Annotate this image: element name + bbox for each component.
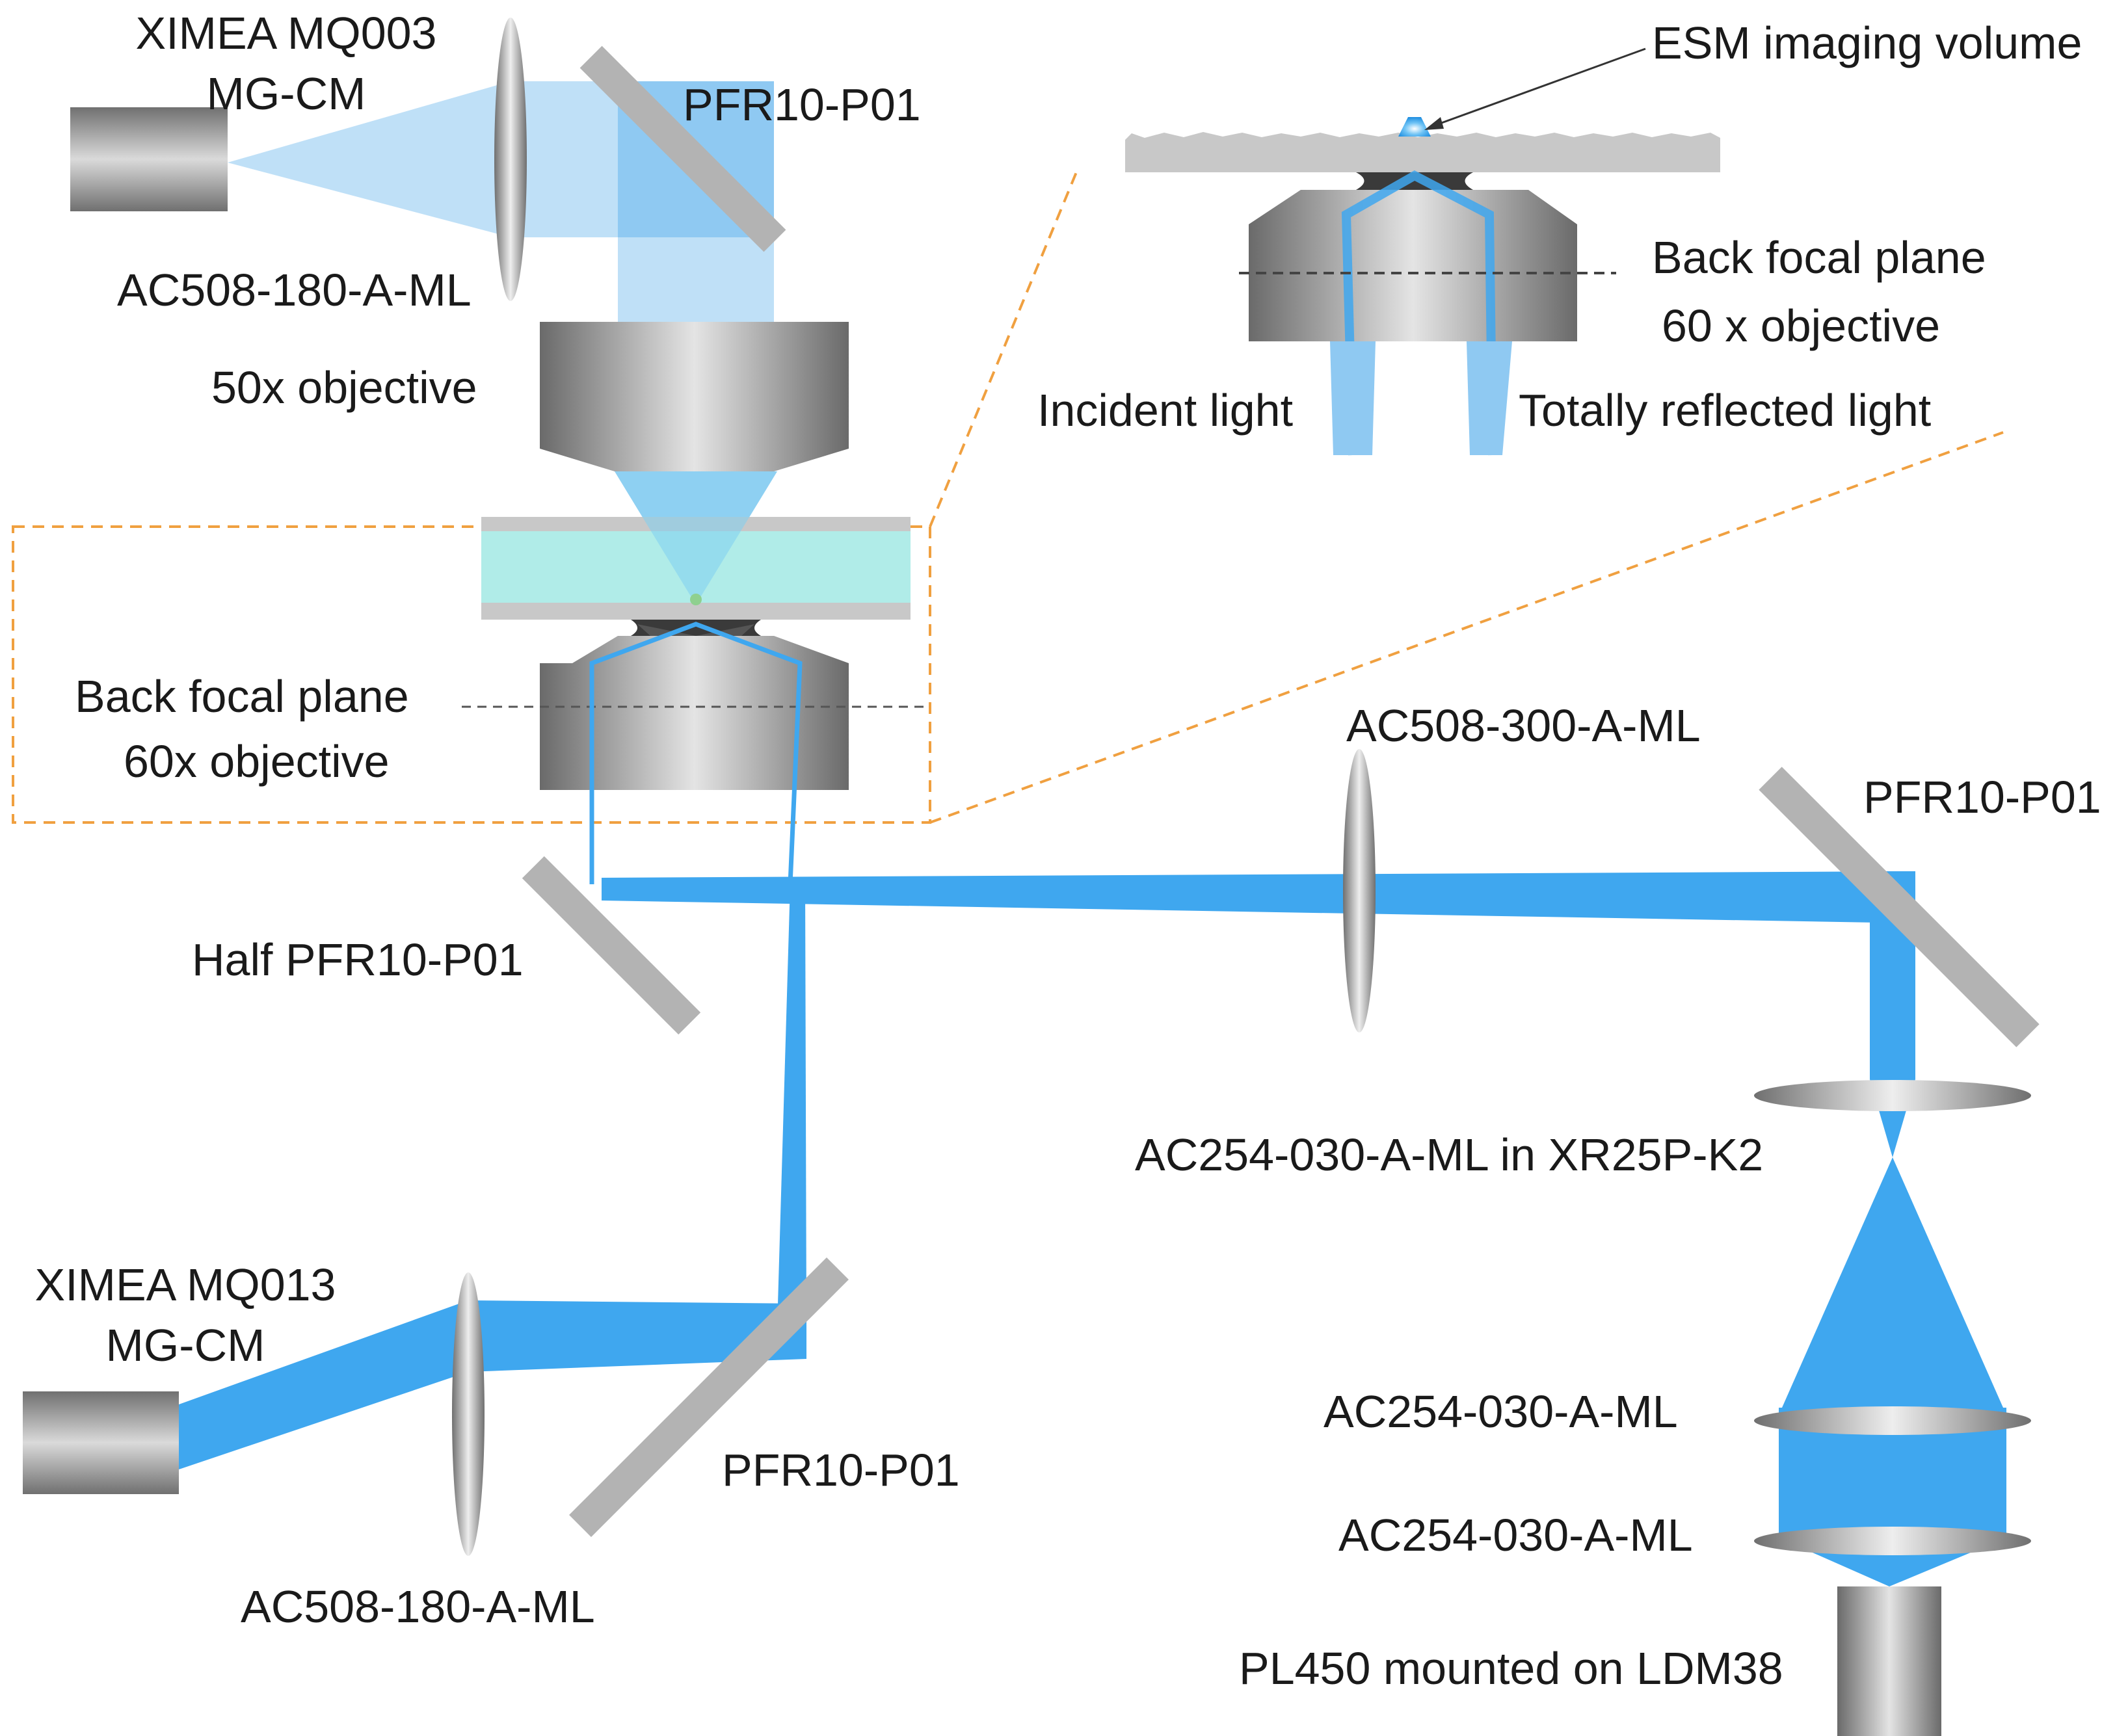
esm-pointer [1430,47,1646,128]
label-mirror-top: PFR10-P01 [683,79,921,130]
laser-icon [1837,1586,1941,1736]
label-cam-top-2: MG-CM [207,68,366,119]
label-laser: PL450 mounted on LDM38 [1239,1643,1783,1694]
label-lens-top: AC508-180-A-ML [117,265,472,315]
label-cam-bottom-1: XIMEA MQ013 [35,1259,336,1310]
lens-300-icon [1343,749,1376,1032]
zoom-line-lower [929,431,2004,824]
bottom-camera-icon [23,1391,179,1494]
inset-label-bfp: Back focal plane [1652,232,1986,283]
lens-xr-icon [1754,1080,2031,1111]
label-lens-xr: AC254-030-A-ML in XR25P-K2 [1135,1129,1763,1180]
top-lens-icon [494,18,527,301]
esm-spot-icon [1398,117,1431,137]
label-lens-254a: AC254-030-A-ML [1324,1386,1678,1437]
inset-label-reflected: Totally reflected light [1519,385,1931,436]
lens-254a-icon [1754,1406,2031,1435]
objective-60x-icon [540,620,849,790]
inset-label-obj: 60 x objective [1662,300,1940,351]
inset-label-esm: ESM imaging volume [1652,18,2082,68]
label-mirror-right: PFR10-P01 [1863,772,2101,822]
lens-254b-icon [1754,1527,2031,1555]
label-half-mirror: Half PFR10-P01 [192,934,524,985]
label-bfp-main-2: 60x objective [124,736,390,787]
label-cam-top-1: XIMEA MQ003 [136,8,437,59]
top-mirror-icon [579,46,786,252]
tir-rays [589,622,803,885]
top-camera-icon [70,107,228,211]
zoom-line-upper [929,172,1078,527]
label-obj50: 50x objective [211,362,477,413]
sample-chamber [481,471,911,620]
label-lens-254b: AC254-030-A-ML [1338,1510,1693,1560]
bottom-lens-icon [452,1272,485,1556]
inset-label-incident: Incident light [1037,385,1293,436]
right-mirror-icon [1759,767,2040,1047]
label-lens-300: AC508-300-A-ML [1346,700,1701,751]
esm-pointer-arrowhead [1424,117,1444,130]
label-cam-bottom-2: MG-CM [106,1320,265,1371]
half-mirror-icon [522,856,701,1035]
inset-detail [1125,117,1720,456]
zoom-region-box [12,525,931,824]
objective-50x-icon [540,322,849,471]
label-mirror-bottom: PFR10-P01 [722,1445,960,1495]
bottom-mirror-icon [569,1257,849,1537]
label-lens-bottom: AC508-180-A-ML [241,1581,595,1632]
label-bfp-main-1: Back focal plane [75,671,409,722]
